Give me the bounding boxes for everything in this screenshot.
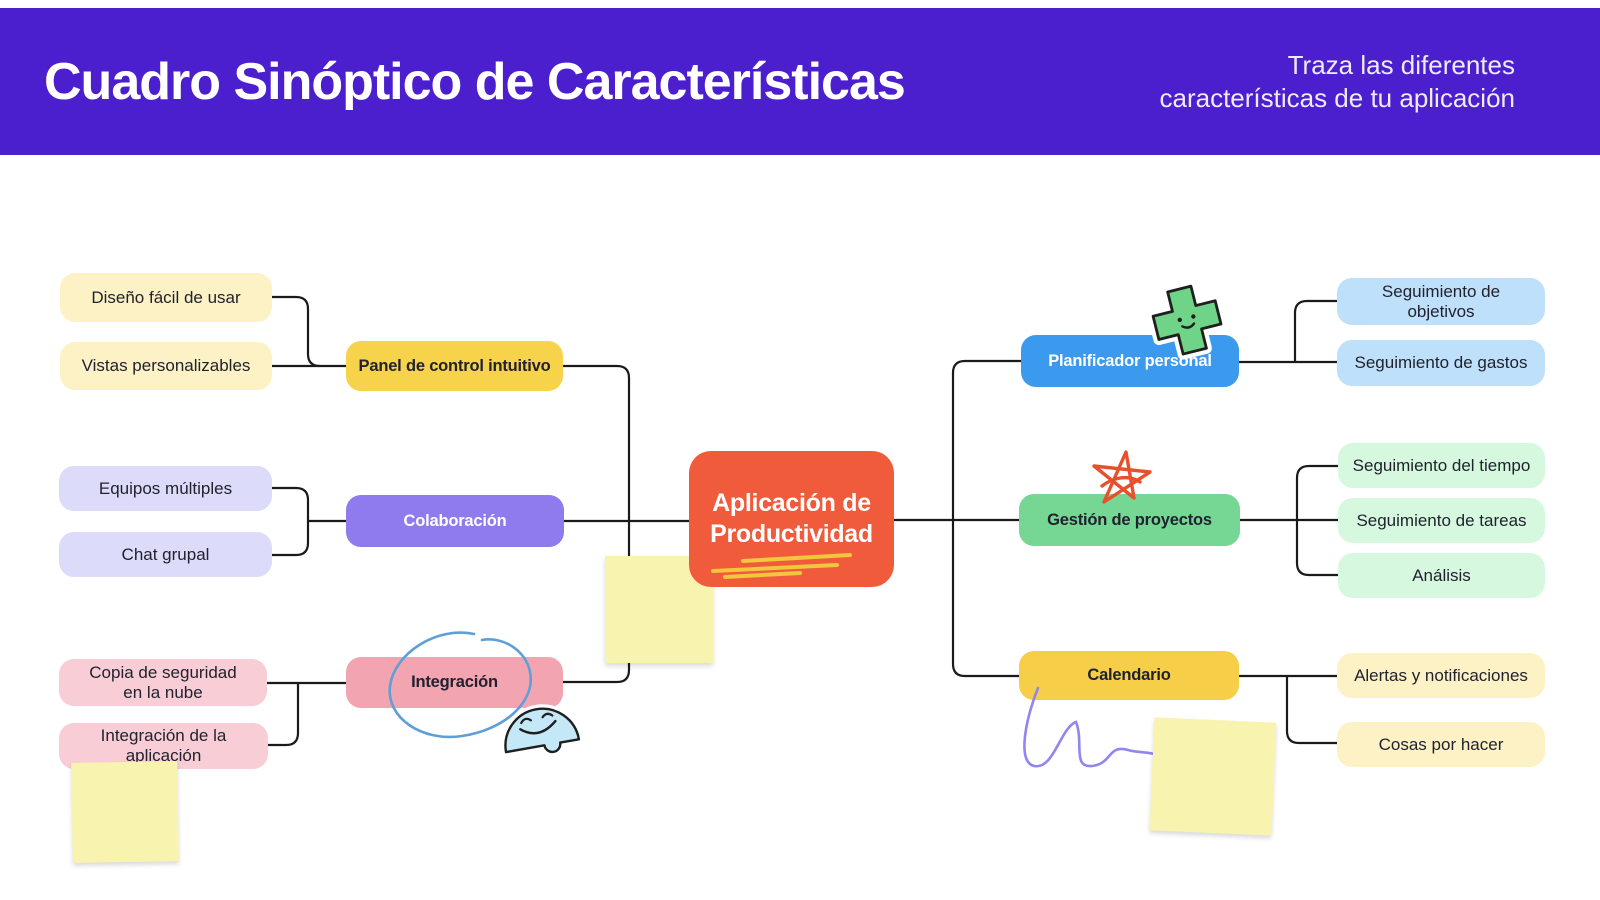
node-label: Gestión de proyectos bbox=[1047, 510, 1212, 529]
node-label: Panel de control intuitivo bbox=[358, 356, 551, 375]
page-subtitle: Traza las diferentes características de … bbox=[1159, 50, 1515, 113]
node-integracion-de-la-aplicacion[interactable]: Integración de la aplicación bbox=[59, 723, 268, 769]
node-analisis[interactable]: Análisis bbox=[1338, 553, 1545, 598]
node-seguimiento-del-tiempo[interactable]: Seguimiento del tiempo bbox=[1338, 443, 1545, 488]
node-aplicacion-de-productividad[interactable]: Aplicación de Productividad bbox=[689, 451, 894, 587]
node-label: Seguimiento del tiempo bbox=[1352, 455, 1531, 475]
node-equipos-multiples[interactable]: Equipos múltiples bbox=[59, 466, 272, 511]
blue-circle-scribble-icon[interactable] bbox=[378, 626, 544, 752]
node-calendario[interactable]: Calendario bbox=[1019, 651, 1239, 700]
node-diseno-facil-de-usar[interactable]: Diseño fácil de usar bbox=[60, 273, 272, 322]
node-seguimiento-de-gastos[interactable]: Seguimiento de gastos bbox=[1337, 340, 1545, 386]
node-label: Alertas y notificaciones bbox=[1354, 665, 1528, 685]
node-label: Chat grupal bbox=[121, 544, 210, 564]
node-panel-de-control-intuitivo[interactable]: Panel de control intuitivo bbox=[346, 341, 563, 391]
node-seguimiento-de-tareas[interactable]: Seguimiento de tareas bbox=[1338, 498, 1545, 543]
connector bbox=[1293, 299, 1339, 364]
node-copia-de-seguridad[interactable]: Copia de seguridad en la nube bbox=[59, 659, 267, 706]
node-label: Seguimiento de tareas bbox=[1356, 510, 1527, 530]
connector bbox=[951, 359, 1023, 678]
node-label: Seguimiento de objetivos bbox=[1381, 281, 1501, 321]
sticky-note-right[interactable] bbox=[1149, 717, 1277, 836]
node-label: Colaboración bbox=[403, 511, 507, 530]
node-label: Integración bbox=[411, 673, 498, 692]
green-cross-smiley-sticker-icon[interactable] bbox=[1140, 278, 1236, 370]
node-label: Seguimiento de gastos bbox=[1354, 353, 1528, 373]
underline-doodle-icon bbox=[711, 553, 852, 579]
node-seguimiento-de-objetivos[interactable]: Seguimiento de objetivos bbox=[1337, 278, 1545, 325]
node-label: Integración de la aplicación bbox=[100, 726, 227, 765]
node-cosas-por-hacer[interactable]: Cosas por hacer bbox=[1337, 722, 1545, 767]
node-label: Aplicación de bbox=[712, 489, 871, 517]
node-label: Vistas personalizables bbox=[81, 356, 251, 376]
page-title: Cuadro Sinóptico de Características bbox=[44, 52, 906, 111]
node-label: Productividad bbox=[710, 520, 873, 548]
node-label: Calendario bbox=[1087, 666, 1171, 685]
blue-fan-smiley-sticker-icon[interactable] bbox=[494, 686, 584, 758]
node-colaboracion[interactable]: Colaboración bbox=[346, 495, 564, 547]
connector bbox=[270, 295, 322, 368]
node-gestion-de-proyectos[interactable]: Gestión de proyectos bbox=[1019, 494, 1240, 546]
connector bbox=[1295, 518, 1340, 577]
node-label: Análisis bbox=[1412, 565, 1471, 585]
node-label: Planificador personal bbox=[1048, 351, 1212, 370]
sticky-note-bottom-left[interactable] bbox=[71, 761, 179, 863]
node-vistas-personalizables[interactable]: Vistas personalizables bbox=[60, 342, 272, 390]
node-alertas-y-notificaciones[interactable]: Alertas y notificaciones bbox=[1337, 653, 1545, 698]
node-chat-grupal[interactable]: Chat grupal bbox=[59, 532, 272, 577]
connector bbox=[561, 364, 631, 684]
header-banner: Cuadro Sinóptico de Características Traz… bbox=[0, 8, 1600, 155]
connector bbox=[266, 681, 300, 747]
connector bbox=[1285, 674, 1339, 745]
node-label: Cosas por hacer bbox=[1378, 734, 1504, 754]
red-star-scribble-icon[interactable] bbox=[1088, 446, 1162, 510]
node-label: Equipos múltiples bbox=[98, 478, 233, 498]
purple-squiggle-icon[interactable] bbox=[1010, 680, 1175, 788]
node-label: Diseño fácil de usar bbox=[91, 287, 241, 307]
node-label: Copia de seguridad en la nube bbox=[89, 662, 237, 702]
connector bbox=[270, 486, 310, 557]
connector bbox=[1295, 464, 1340, 522]
